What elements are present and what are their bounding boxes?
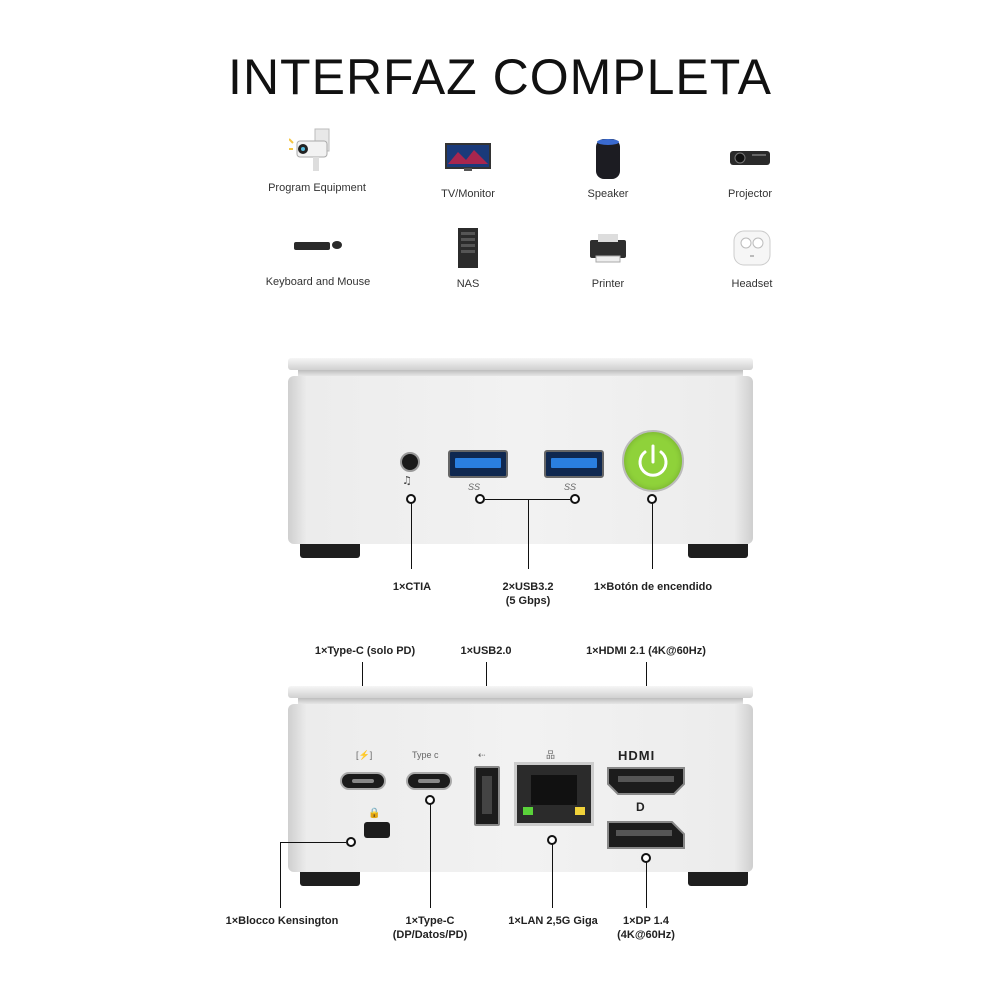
callout-line: [280, 842, 281, 908]
label-line: 1×DP 1.4: [623, 915, 669, 927]
callout-line: [280, 842, 346, 843]
audio-jack[interactable]: [400, 452, 420, 472]
device-label: Printer: [591, 278, 625, 290]
earbuds-icon: [682, 224, 822, 272]
device-speaker: Speaker: [538, 134, 678, 200]
label-power: 1×Botón de encendido: [593, 581, 713, 593]
label-line: (5 Gbps): [505, 595, 551, 607]
mini-pc-back: [⚡] Type c 🔒 ⇠ 品 HDMI D: [288, 686, 753, 890]
label-ctia: 1×CTIA: [392, 581, 432, 593]
label-line: 1×Type-C: [405, 915, 455, 927]
label-usb2: 1×USB2.0: [460, 645, 512, 657]
usb-icon: ⇠: [478, 750, 486, 760]
callout-dot: [346, 837, 356, 847]
label-hdmi: 1×HDMI 2.1 (4K@60Hz): [586, 645, 706, 657]
device-keyboard-mouse: Keyboard and Mouse: [248, 222, 388, 288]
device-label: TV/Monitor: [441, 188, 495, 200]
label-line: (4K@60Hz): [617, 929, 675, 941]
device-label: Projector: [727, 188, 773, 200]
mini-pc-front: ♫ SS SS: [288, 358, 753, 562]
device-label: Program Equipment: [268, 182, 366, 194]
kensington-slot[interactable]: [364, 822, 390, 838]
monitor-icon: [398, 134, 538, 182]
label-lan: 1×LAN 2,5G Giga: [508, 915, 598, 927]
projector-icon: [680, 134, 820, 182]
typec-pd-port[interactable]: [340, 772, 386, 790]
label-line: (DP/Datos/PD): [392, 929, 468, 941]
device-tv-monitor: TV/Monitor: [398, 134, 538, 200]
keyboard-icon: [248, 222, 388, 270]
power-icon: [638, 444, 668, 477]
device-printer: Printer: [538, 224, 678, 290]
device-nas: NAS: [398, 224, 538, 290]
displayport-icon: D: [636, 800, 645, 814]
displayport-port[interactable]: [606, 820, 686, 850]
device-program-equipment: Program Equipment: [247, 128, 387, 194]
usb2-port[interactable]: [474, 766, 500, 826]
hdmi-port[interactable]: [606, 766, 686, 796]
typec-data-port[interactable]: [406, 772, 452, 790]
hdmi-logo: HDMI: [618, 748, 656, 763]
device-headset: Headset: [682, 224, 822, 290]
usb3-port-1[interactable]: [448, 450, 508, 478]
usb3-port-2[interactable]: [544, 450, 604, 478]
device-projector: Projector: [680, 134, 820, 200]
printer-icon: [538, 224, 678, 272]
headphone-icon: ♫: [402, 474, 412, 487]
callout-line: [552, 844, 553, 908]
lock-icon: 🔒: [368, 808, 381, 819]
lan-port[interactable]: [514, 762, 594, 826]
page-title: INTERFAZ COMPLETA: [228, 49, 772, 105]
callout-line: [485, 499, 570, 500]
callout-dot: [570, 494, 580, 504]
callout-line: [646, 862, 647, 908]
camera-icon: [247, 128, 387, 176]
network-icon: 品: [546, 750, 556, 760]
device-label: Headset: [731, 278, 773, 290]
device-label: Keyboard and Mouse: [265, 276, 371, 288]
superspeed-icon: SS: [468, 482, 481, 492]
callout-line: [411, 503, 412, 569]
callout-dot: [475, 494, 485, 504]
label-usb32: 2×USB3.2 (5 Gbps): [468, 580, 588, 608]
power-delivery-icon: [⚡]: [356, 750, 373, 760]
callout-line: [430, 804, 431, 908]
device-label: NAS: [456, 278, 480, 290]
nas-icon: [398, 224, 538, 272]
callout-line: [528, 499, 529, 569]
label-typec-data: 1×Type-C (DP/Datos/PD): [368, 914, 492, 942]
device-label: Speaker: [587, 188, 629, 200]
label-kensington: 1×Blocco Kensington: [225, 915, 339, 927]
label-dp: 1×DP 1.4 (4K@60Hz): [600, 914, 692, 942]
label-typec-pd: 1×Type-C (solo PD): [314, 645, 416, 657]
callout-line: [652, 503, 653, 569]
speaker-icon: [538, 134, 678, 182]
power-button[interactable]: [622, 430, 684, 492]
label-line: 2×USB3.2: [502, 581, 554, 593]
superspeed-icon: SS: [564, 482, 577, 492]
typec-mark: Type c: [412, 750, 439, 760]
